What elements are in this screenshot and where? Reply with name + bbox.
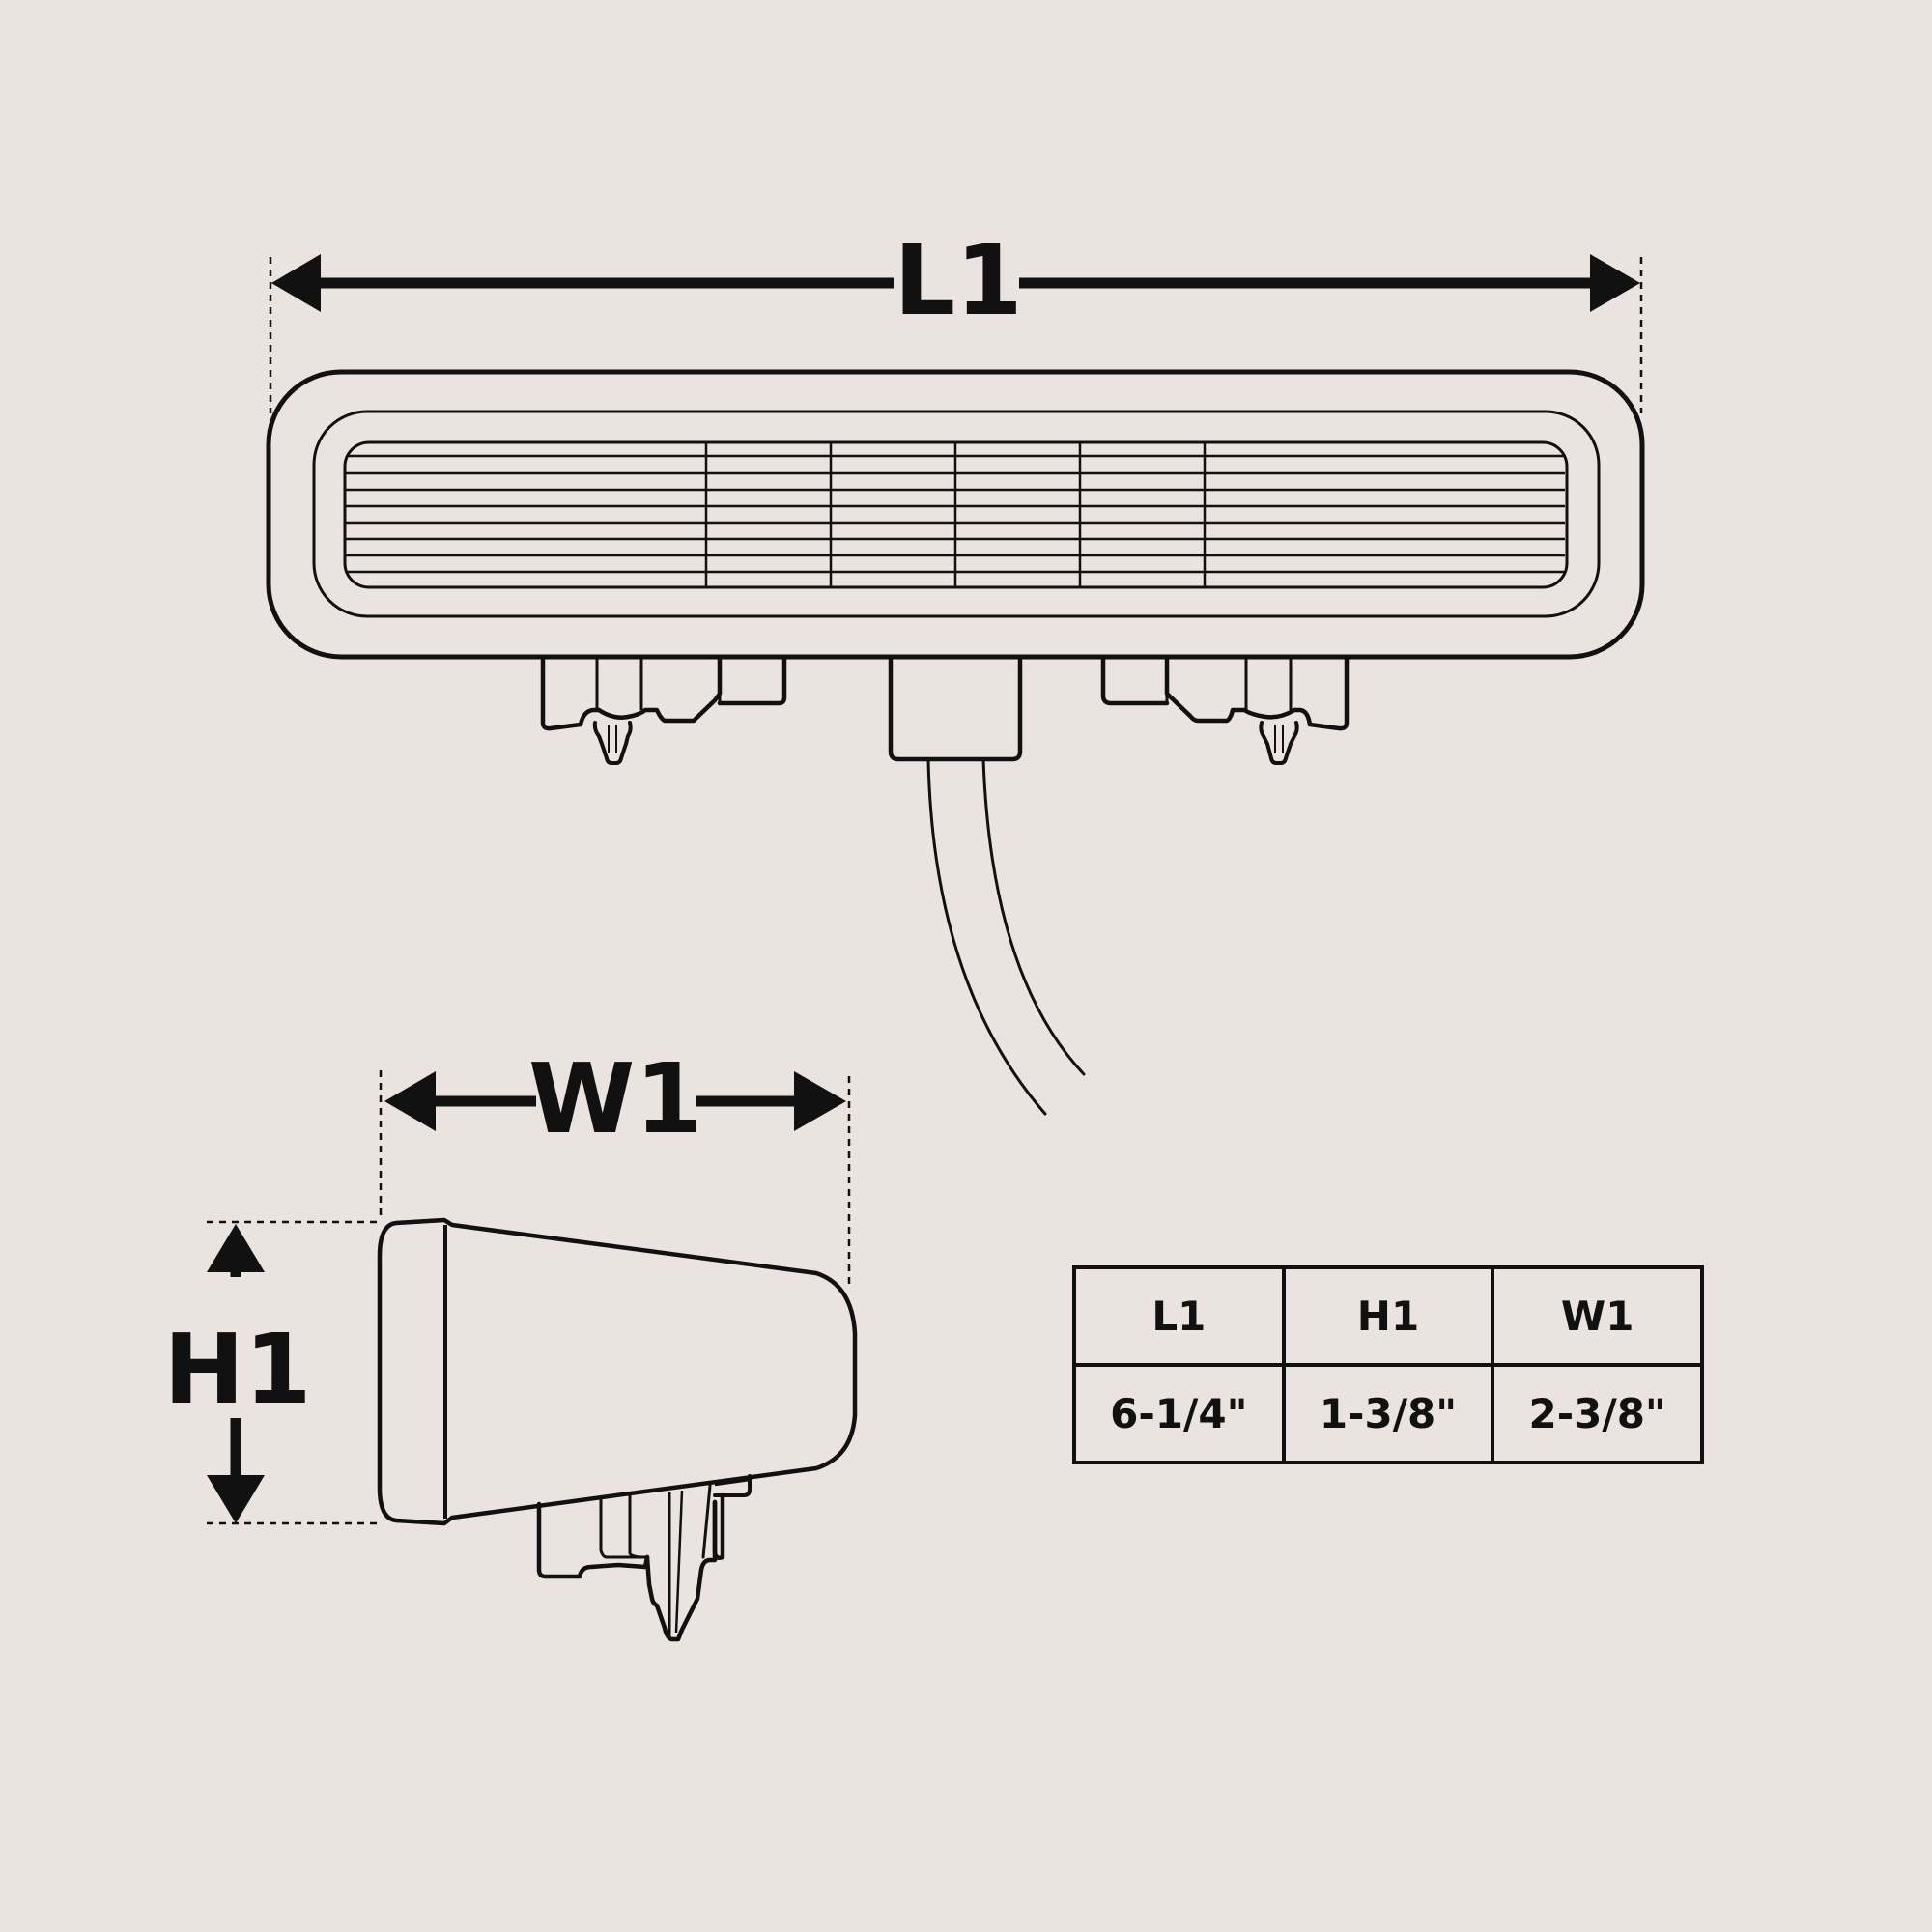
table-value-row: 6-1/4" 1-3/8" 2-3/8" — [1072, 1363, 1704, 1464]
table-value-w1: 2-3/8" — [1491, 1363, 1704, 1464]
table-header-l1: L1 — [1072, 1265, 1286, 1367]
lens-ribs — [346, 442, 1565, 587]
h1-arrowhead-top — [207, 1224, 265, 1272]
w1-label: W1 — [528, 1042, 702, 1155]
table-value-h1: 1-3/8" — [1281, 1363, 1495, 1464]
h1-label: H1 — [163, 1313, 311, 1426]
housing-outer — [266, 369, 1645, 660]
cable-edge-left — [926, 757, 1047, 1116]
cable-junction-box — [888, 656, 1086, 1116]
h1-arrowhead-bottom — [207, 1475, 265, 1523]
mount-bracket-left — [540, 656, 787, 765]
l1-arrowhead-left — [271, 254, 321, 312]
w1-arrowhead-left — [384, 1071, 436, 1131]
l1-arrowhead-right — [1590, 254, 1640, 312]
l1-label: L1 — [894, 224, 1022, 337]
mount-bracket-right — [1100, 656, 1350, 765]
side-view — [377, 1217, 858, 1642]
table-value-l1: 6-1/4" — [1072, 1363, 1286, 1464]
table-header-row: L1 H1 W1 — [1072, 1265, 1704, 1367]
side-mount-bracket — [536, 1474, 752, 1642]
cable-edge-right — [981, 757, 1086, 1076]
dimensions-table: L1 H1 W1 6-1/4" 1-3/8" 2-3/8" — [1072, 1265, 1704, 1464]
housing-bezel — [312, 410, 1601, 618]
side-housing — [377, 1217, 858, 1526]
table-header-h1: H1 — [1281, 1265, 1495, 1367]
h1-dimension: H1 — [163, 1220, 382, 1525]
table-header-w1: W1 — [1491, 1265, 1704, 1367]
w1-dimension: W1 — [379, 1042, 851, 1285]
w1-arrowhead-right — [794, 1071, 846, 1131]
l1-dimension: L1 — [269, 224, 1643, 413]
front-view — [266, 369, 1645, 1116]
